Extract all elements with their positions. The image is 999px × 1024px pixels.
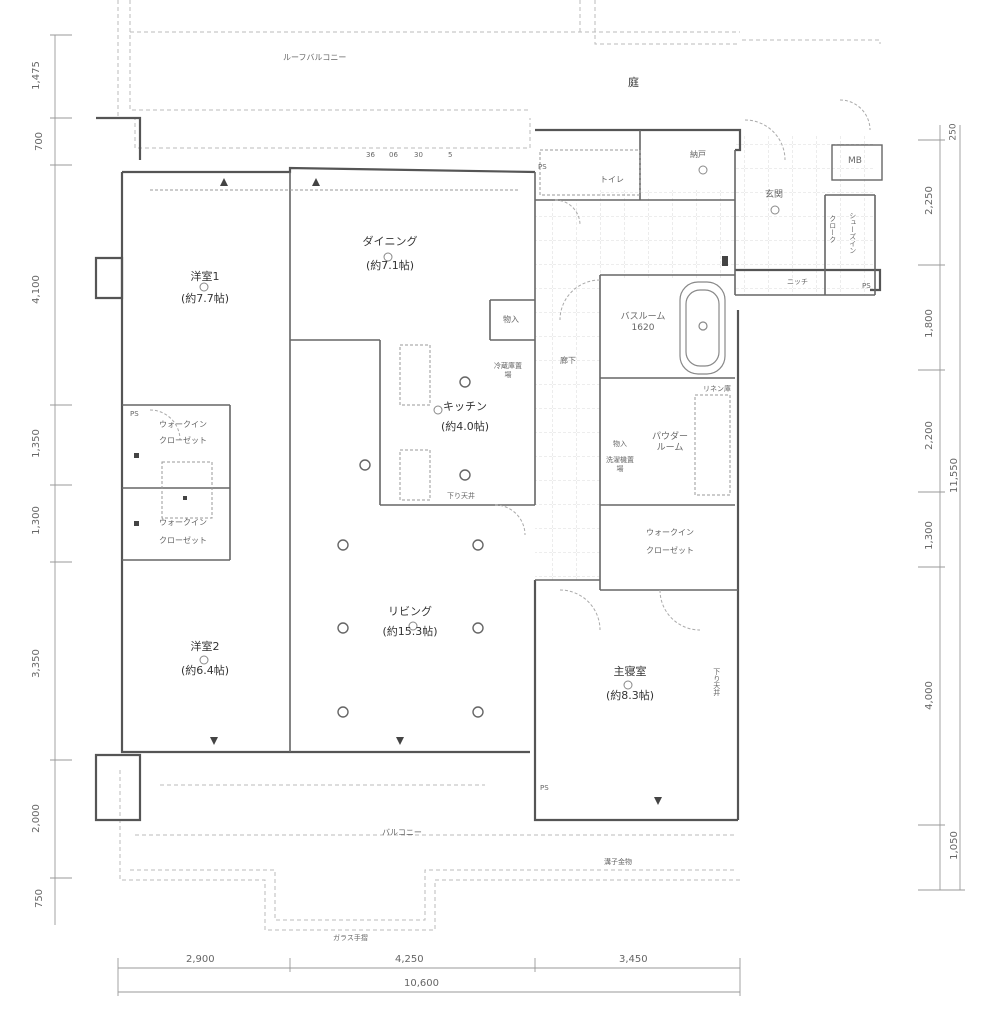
dim-right: 4,000: [923, 681, 935, 710]
cloak-label: クローク: [828, 215, 837, 243]
room-walk-in-closet-1: ウォークイン クローゼット: [138, 420, 228, 446]
window-code: 06: [389, 151, 398, 159]
room-bathroom: バスルーム 1620: [608, 312, 678, 335]
dim-left: 750: [34, 888, 46, 909]
grating-label: 溝子金物: [604, 858, 632, 866]
ps-closet-label: PS: [130, 410, 139, 418]
shoe-cabinet-label: シューズイン: [848, 212, 857, 254]
room-size: 1620: [631, 323, 655, 334]
ps-toilet-label: PS: [538, 163, 547, 171]
ps-master-label: PS: [540, 784, 549, 792]
room-name: ダイニング: [362, 235, 418, 248]
fridge-space-label: 冷蔵庫置場: [494, 362, 522, 379]
dim-bottom: 3,450: [619, 954, 648, 965]
pantry-label: 物入: [503, 315, 519, 324]
room-name: 洋室1: [190, 270, 220, 283]
room-name: キッチン: [443, 400, 487, 413]
room-kitchen: キッチン (約4.0帖): [430, 400, 500, 434]
dim-right: 2,200: [923, 421, 935, 450]
drop-ceiling-kitchen-label: 下り天井: [447, 492, 475, 500]
room-name: 主寝室: [613, 665, 647, 678]
room-name-line1: パウダー: [651, 432, 688, 442]
room-powder-room: パウダー ルーム: [645, 432, 695, 455]
room-living: リビング (約15.3帖): [360, 605, 460, 639]
dim-bottom: 2,900: [186, 954, 215, 965]
garden-label: 庭: [628, 76, 639, 89]
glass-railing-label: ガラス手摺: [333, 934, 368, 942]
roof-balcony-label: ルーフバルコニー: [283, 53, 347, 62]
room-name-line1: ウォークイン: [159, 518, 207, 527]
room-name-line2: クローゼット: [646, 546, 694, 555]
dim-left: 4,100: [30, 275, 42, 304]
room-western-2: 洋室2 (約6.4帖): [155, 640, 255, 678]
dim-right: 2,250: [923, 186, 935, 215]
room-name-line1: ウォークイン: [159, 420, 207, 429]
dim-left: 700: [34, 131, 46, 152]
dim-right: 1,300: [923, 521, 935, 550]
room-name-line2: ルーム: [656, 443, 684, 454]
dim-right: 250: [948, 123, 959, 141]
dim-left: 1,475: [30, 61, 42, 90]
room-walk-in-closet-3: ウォークイン クローゼット: [625, 528, 715, 556]
room-area: (約7.1帖): [365, 258, 415, 272]
niche-label: ニッチ: [787, 278, 808, 286]
room-name-line2: クローゼット: [159, 436, 207, 445]
dim-right: 1,800: [923, 309, 935, 338]
room-master-bedroom: 主寝室 (約8.3帖): [585, 665, 675, 703]
dim-left: 1,300: [30, 506, 42, 535]
meter-box-label: MB: [848, 156, 862, 166]
balcony-label: バルコニー: [382, 828, 422, 837]
room-area: (約7.7帖): [180, 291, 230, 305]
room-storage: 納戸: [690, 150, 706, 159]
dim-bottom-total: 10,600: [404, 978, 439, 989]
dim-left: 1,350: [30, 429, 42, 458]
room-area: (約4.0帖): [440, 419, 490, 433]
window-code: 30: [414, 151, 423, 159]
window-code: 5: [448, 151, 453, 159]
storage-powder-label: 物入: [613, 440, 627, 448]
washing-machine-label: 洗濯機置場: [606, 456, 634, 473]
dim-right: 1,050: [948, 831, 960, 860]
room-toilet: トイレ: [600, 175, 624, 184]
room-western-1: 洋室1 (約7.7帖): [155, 270, 255, 306]
room-walk-in-closet-2: ウォークイン クローゼット: [138, 518, 228, 546]
room-area: (約15.3帖): [382, 624, 438, 638]
room-name: 洋室2: [190, 640, 220, 653]
room-area: (約6.4帖): [180, 663, 230, 677]
room-corridor: 廊下: [560, 356, 576, 365]
room-area: (約8.3帖): [605, 688, 655, 702]
drop-ceiling-master-label: 下り天井: [712, 668, 721, 696]
room-name: バスルーム: [620, 312, 666, 322]
dim-bottom: 4,250: [395, 954, 424, 965]
dim-left: 2,000: [30, 804, 42, 833]
room-name: リビング: [388, 605, 432, 618]
room-name-line1: ウォークイン: [646, 528, 694, 537]
room-name-line2: クローゼット: [159, 536, 207, 545]
window-code: 36: [366, 151, 375, 159]
dim-right-total: 11,550: [949, 458, 960, 493]
linen-label: リネン庫: [703, 385, 731, 393]
ps-entrance-label: PS: [862, 282, 871, 290]
room-entrance: 玄関: [765, 190, 784, 200]
dim-left: 3,350: [30, 649, 42, 678]
room-dining: ダイニング (約7.1帖): [335, 235, 445, 273]
